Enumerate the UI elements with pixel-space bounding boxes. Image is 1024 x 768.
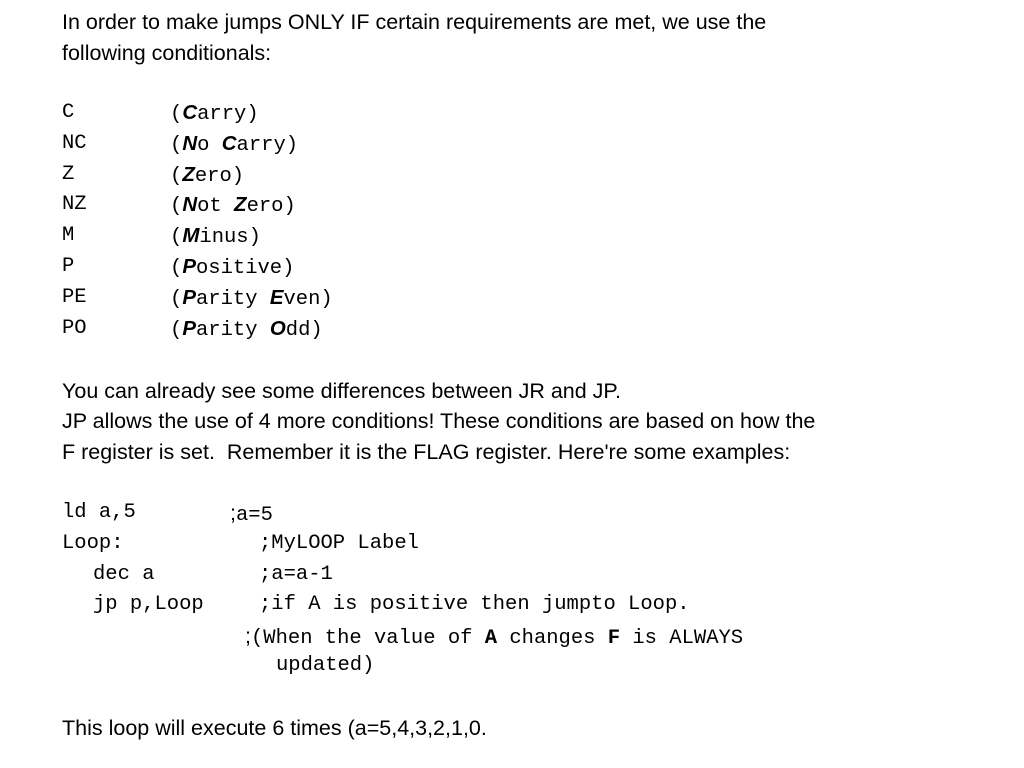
condition-code: Z: [62, 163, 75, 186]
condition-code: PE: [62, 286, 87, 309]
code-line-1-comment-text: a=5: [235, 504, 273, 527]
condition-code: PO: [62, 317, 87, 340]
condition-initial: C: [182, 101, 198, 124]
condition-code: NZ: [62, 193, 87, 216]
code-line-5-text-e: is ALWAYS: [620, 627, 744, 650]
condition-description: (Positive): [170, 255, 295, 280]
condition-initial: E: [269, 286, 284, 309]
condition-initial: Z: [234, 193, 247, 216]
code-line-5-text-a: (When the value of: [250, 627, 485, 650]
condition-word-rest: ero: [194, 165, 232, 188]
condition-word-rest: dd: [285, 319, 311, 342]
condition-code: M: [62, 224, 75, 247]
code-line-1-semicolon: ;: [230, 501, 236, 525]
condition-initial: Z: [182, 163, 195, 186]
code-line-4-comment: ;if A is positive then jumpto Loop.: [259, 593, 690, 616]
intro-line-2: following conditionals:: [62, 41, 272, 65]
explanation-line-2: JP allows the use of 4 more conditions! …: [62, 409, 816, 433]
code-line-6-comment: updated): [276, 654, 375, 677]
code-line-5-text-c: changes: [497, 627, 608, 650]
condition-description: (No Carry): [170, 132, 299, 157]
code-line-5-semicolon: ;: [245, 624, 251, 648]
condition-description: (Parity Odd): [170, 317, 323, 342]
intro-line-1: In order to make jumps ONLY IF certain r…: [62, 10, 767, 34]
code-line-3-instruction: dec a: [93, 563, 155, 586]
condition-code: C: [62, 101, 75, 124]
code-line-5-bold-f: F: [607, 627, 621, 650]
condition-initial: C: [221, 132, 237, 155]
code-line-1-comment: ;a=5: [230, 501, 273, 528]
condition-initial: M: [182, 224, 200, 247]
condition-word-rest: ero: [246, 195, 284, 218]
condition-code: P: [62, 255, 75, 278]
explanation-line-1: You can already see some differences bet…: [62, 379, 621, 403]
condition-initial: P: [182, 317, 196, 340]
condition-initial: N: [182, 193, 198, 216]
code-line-1-instruction: ld a,5: [62, 501, 136, 524]
condition-word-rest: o: [197, 134, 222, 157]
condition-description: (Parity Even): [170, 286, 333, 311]
code-line-4-instruction: jp p,Loop: [93, 593, 204, 616]
condition-word-rest: ositive: [196, 257, 283, 280]
condition-description: (Minus): [170, 224, 261, 249]
code-line-2-comment: ;MyLOOP Label: [259, 532, 419, 555]
condition-initial: P: [182, 255, 196, 278]
condition-word-rest: inus: [199, 226, 249, 249]
code-line-3-comment: ;a=a-1: [259, 563, 333, 586]
condition-word-rest: arity: [196, 288, 270, 311]
explanation-line-3: F register is set. Remember it is the FL…: [62, 440, 791, 464]
code-line-2-label: Loop:: [62, 532, 124, 555]
condition-initial: P: [182, 286, 196, 309]
code-line-5-comment: ;(When the value of A changes F is ALWAY…: [245, 624, 743, 651]
conclusion: This loop will execute 6 times (a=5,4,3,…: [62, 716, 487, 740]
condition-code: NC: [62, 132, 87, 155]
code-line-5-bold-a: A: [484, 627, 498, 650]
condition-description: (Not Zero): [170, 193, 296, 218]
condition-word-rest: arry: [236, 134, 286, 157]
condition-description: (Zero): [170, 163, 245, 188]
condition-word-rest: ven: [283, 288, 321, 311]
condition-initial: N: [182, 132, 198, 155]
condition-description: (Carry): [170, 101, 259, 126]
condition-initial: O: [269, 317, 286, 340]
condition-word-rest: arity: [196, 319, 270, 342]
condition-word-rest: ot: [197, 195, 235, 218]
condition-word-rest: arry: [197, 103, 247, 126]
